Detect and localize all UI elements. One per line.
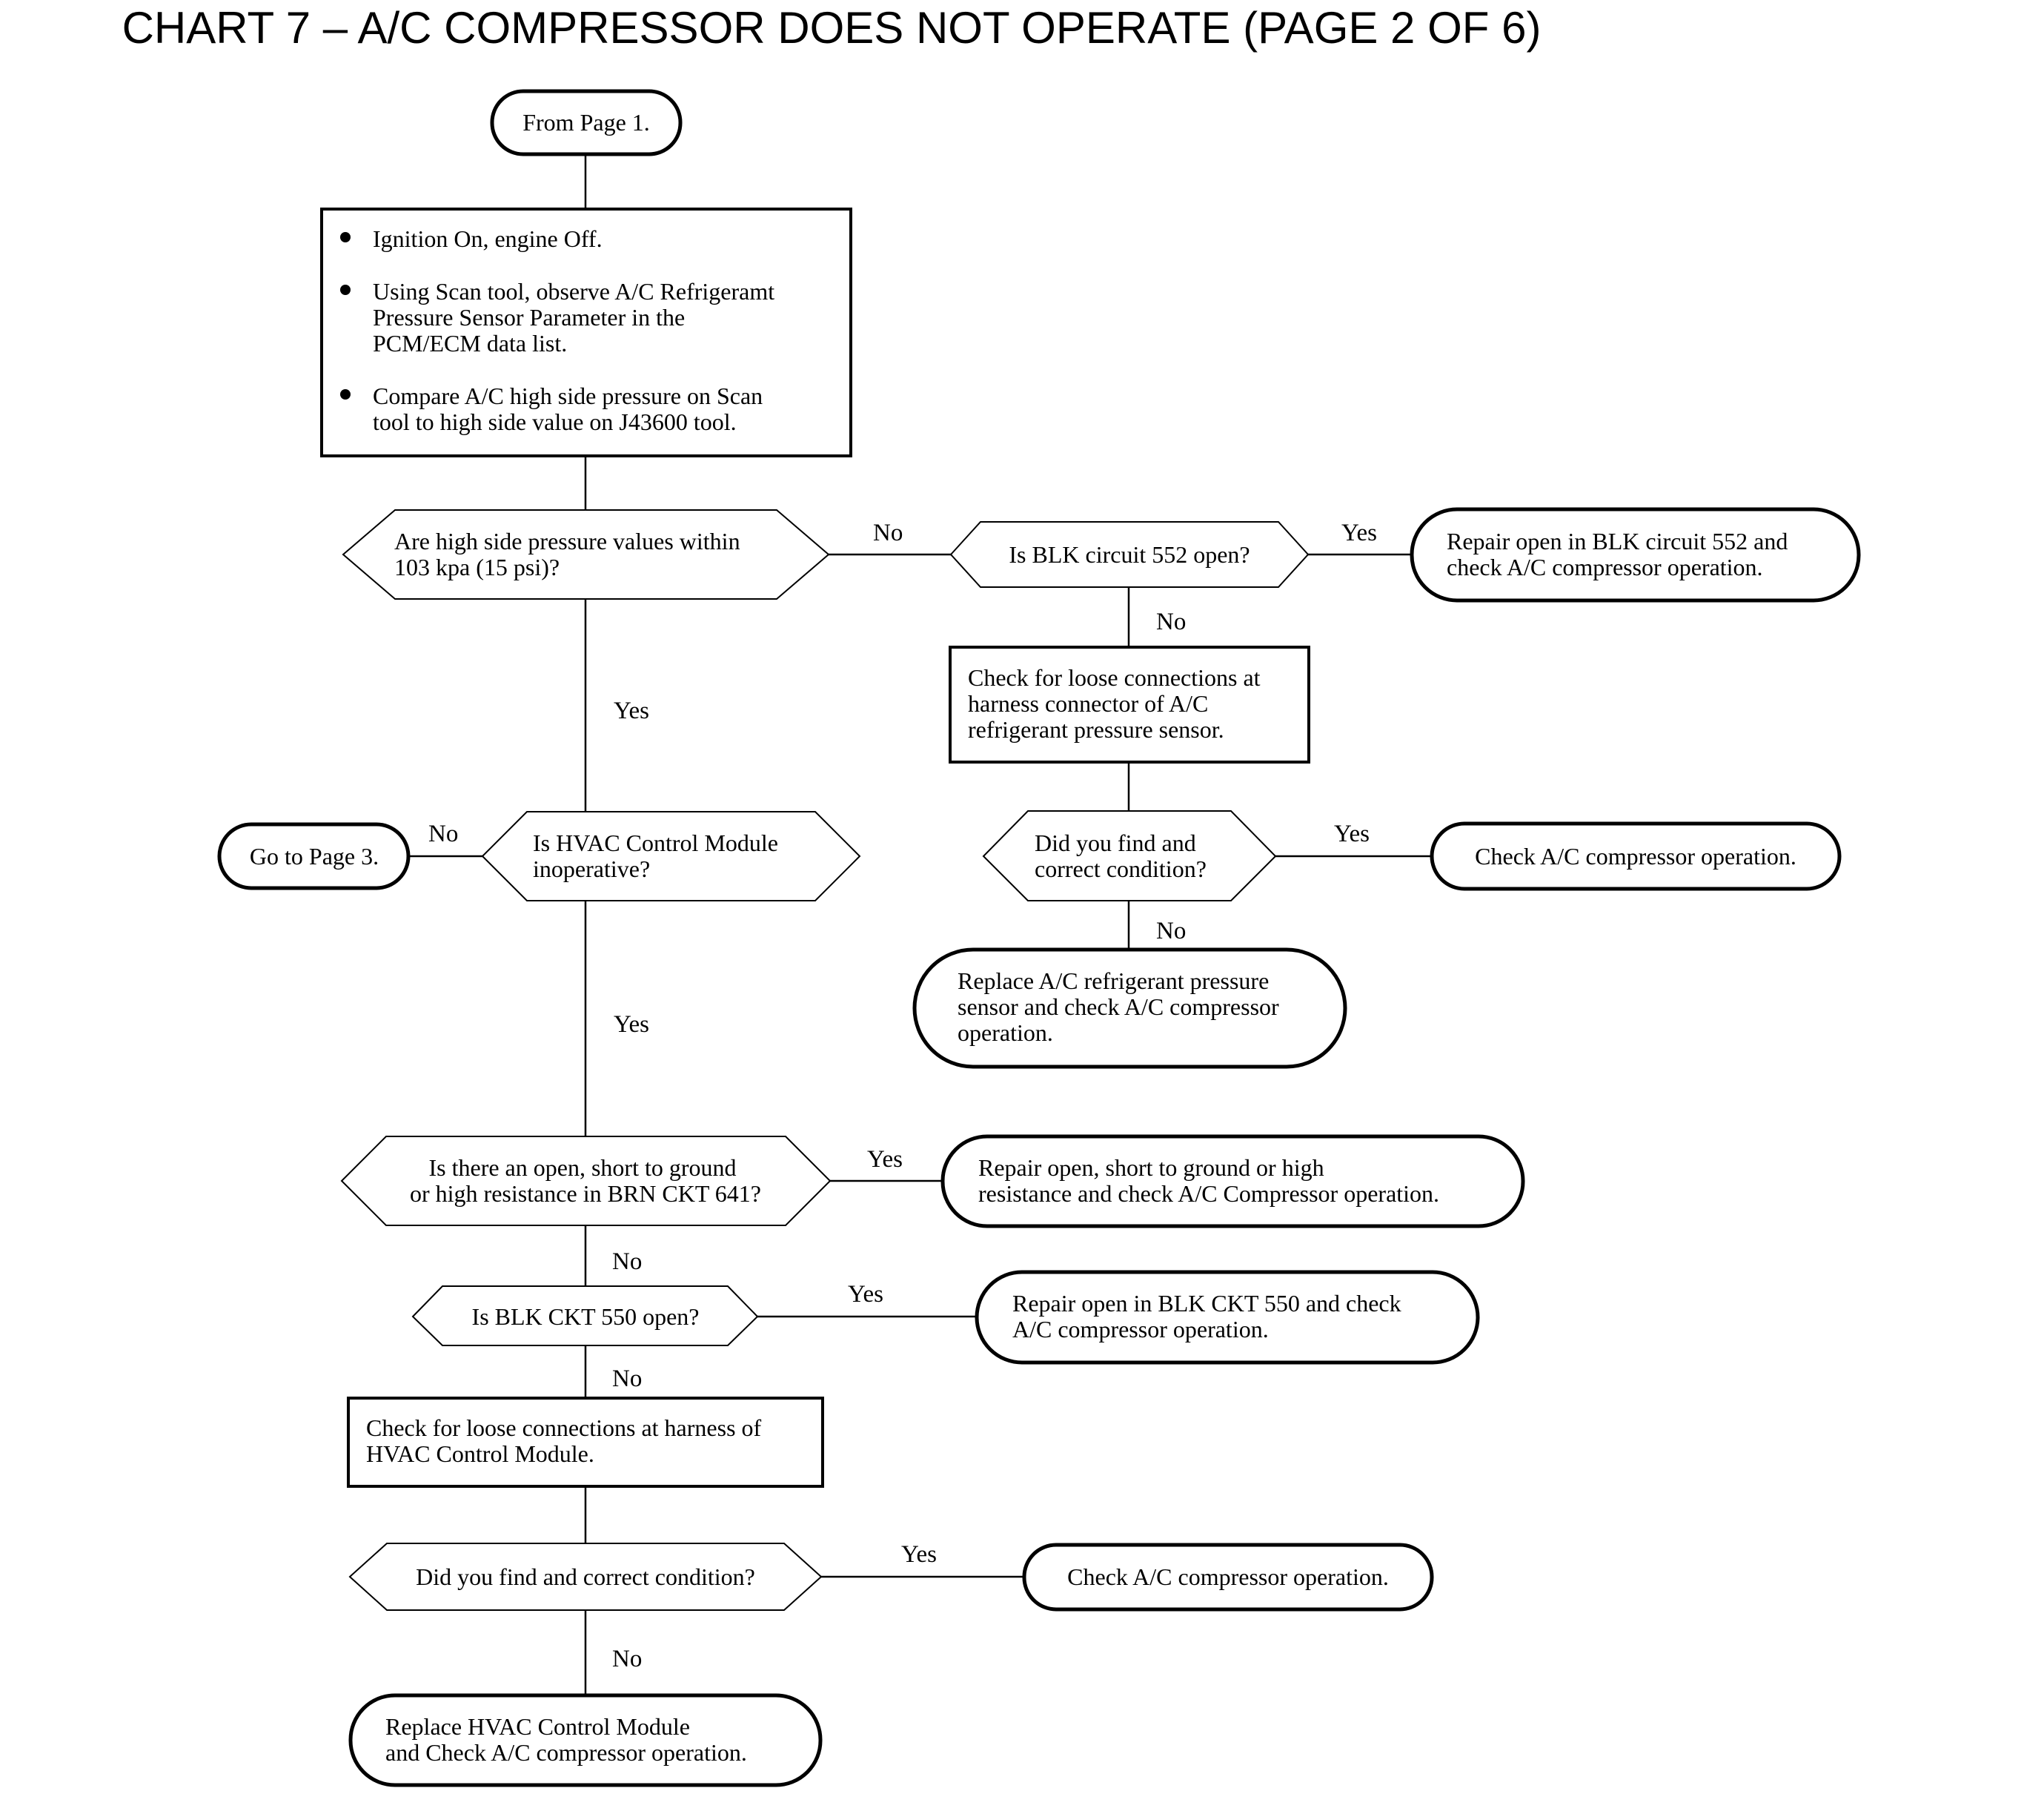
ignition-instructions-box: Ignition On, engine Off. Using Scan tool… bbox=[320, 208, 852, 457]
find-correct-decision-1: Did you find and correct condition? bbox=[982, 810, 1277, 901]
edge-label-blk552-yes: Yes bbox=[1341, 520, 1377, 546]
loose-connections-sensor-box: Check for loose connections at harness c… bbox=[949, 646, 1310, 764]
brn641-decision: Is there an open, short to ground or hig… bbox=[340, 1136, 832, 1226]
bullet-text: Compare A/C high side pressure on Scan t… bbox=[373, 383, 769, 435]
edge-label-find2-yes: Yes bbox=[901, 1541, 937, 1568]
pressure-decision: Are high side pressure values within 103… bbox=[342, 509, 830, 600]
repair-550-terminator: Repair open in BLK CKT 550 and check A/C… bbox=[975, 1270, 1480, 1365]
node-text: Check A/C compressor operation. bbox=[1475, 843, 1796, 870]
node-text: Is HVAC Control Module inoperative? bbox=[533, 830, 784, 882]
chart-title: CHART 7 – A/C COMPRESSOR DOES NOT OPERAT… bbox=[122, 3, 1542, 53]
node-text: Is there an open, short to ground or hig… bbox=[410, 1154, 761, 1207]
node-text: Repair open in BLK circuit 552 and check… bbox=[1447, 528, 1794, 580]
node-text: Did you find and correct condition? bbox=[1035, 830, 1207, 882]
node-text: Is BLK CKT 550 open? bbox=[472, 1303, 700, 1330]
find-correct-decision-2: Did you find and correct condition? bbox=[348, 1543, 823, 1611]
node-text: Repair open in BLK CKT 550 and check A/C… bbox=[1012, 1290, 1407, 1342]
check-compressor-terminator-1: Check A/C compressor operation. bbox=[1430, 821, 1842, 891]
node-text: Replace HVAC Control Module and Check A/… bbox=[385, 1713, 747, 1766]
bullet-text: Ignition On, engine Off. bbox=[373, 225, 603, 252]
node-text: Check for loose connections at harness c… bbox=[968, 664, 1267, 743]
edge-label-find1-yes: Yes bbox=[1334, 821, 1370, 847]
bullet-icon bbox=[340, 285, 351, 295]
go-page3-terminator: Go to Page 3. bbox=[217, 822, 411, 890]
replace-hvac-terminator: Replace HVAC Control Module and Check A/… bbox=[348, 1693, 823, 1787]
edge-label-pressure-no: No bbox=[873, 520, 903, 546]
node-text: From Page 1. bbox=[522, 109, 650, 136]
blk550-decision: Is BLK CKT 550 open? bbox=[411, 1285, 759, 1346]
repair-blk552-terminator: Repair open in BLK circuit 552 and check… bbox=[1410, 507, 1861, 603]
bullet-icon bbox=[340, 389, 351, 400]
node-text: Check A/C compressor operation. bbox=[1067, 1563, 1389, 1590]
edge-label-hvac-yes: Yes bbox=[614, 1011, 649, 1038]
node-text: Did you find and correct condition? bbox=[416, 1563, 755, 1590]
edge-label-blk550-yes: Yes bbox=[848, 1281, 883, 1308]
check-compressor-terminator-2: Check A/C compressor operation. bbox=[1022, 1543, 1434, 1612]
connectors bbox=[408, 154, 1432, 1695]
edge-label-hvac-no: No bbox=[428, 821, 458, 847]
edge-label-find2-no: No bbox=[612, 1646, 642, 1672]
blk552-decision: Is BLK circuit 552 open? bbox=[949, 521, 1310, 588]
edge-label-blk550-no: No bbox=[612, 1365, 642, 1392]
edge-label-pressure-yes: Yes bbox=[614, 698, 649, 724]
edge-label-blk552-no: No bbox=[1156, 609, 1186, 635]
edge-label-brn641-no: No bbox=[612, 1248, 642, 1275]
hvac-decision: Is HVAC Control Module inoperative? bbox=[481, 811, 861, 901]
node-text: Are high side pressure values within 103… bbox=[394, 528, 746, 580]
node-text: Check for loose connections at harness o… bbox=[366, 1414, 767, 1467]
loose-connections-hvac-box: Check for loose connections at harness o… bbox=[347, 1397, 824, 1488]
node-text: Repair open, short to ground or high res… bbox=[978, 1154, 1439, 1207]
from-page-terminator: From Page 1. bbox=[490, 89, 683, 156]
node-text: Go to Page 3. bbox=[250, 843, 379, 870]
node-text: Replace A/C refrigerant pressure sensor … bbox=[958, 967, 1285, 1046]
edge-labels: No Yes No Yes No Yes No Yes Yes No Yes N… bbox=[428, 520, 1377, 1672]
bullet-text: Using Scan tool, observe A/C Refrigeramt… bbox=[373, 278, 780, 357]
bullet-icon bbox=[340, 232, 351, 242]
edge-label-find1-no: No bbox=[1156, 918, 1186, 944]
edge-label-brn641-yes: Yes bbox=[867, 1146, 903, 1173]
replace-sensor-terminator: Replace A/C refrigerant pressure sensor … bbox=[912, 947, 1347, 1069]
repair-641-terminator: Repair open, short to ground or high res… bbox=[940, 1134, 1525, 1228]
node-text: Is BLK circuit 552 open? bbox=[1009, 541, 1250, 568]
